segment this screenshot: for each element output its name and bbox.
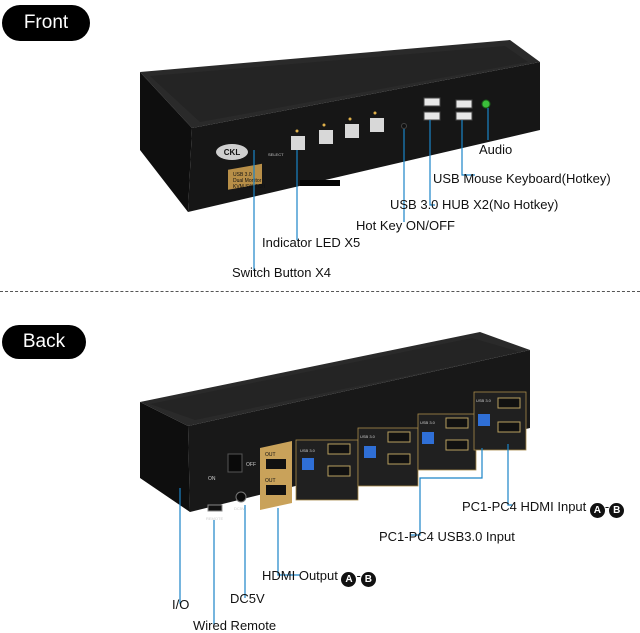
badge-a-icon: A <box>341 572 357 587</box>
brand-logo-text: CKL <box>224 148 241 157</box>
pc-input-group-4: USB 3.0 <box>473 391 527 451</box>
switch-button-1[interactable] <box>291 136 305 150</box>
usb3-print-2: USB 3.0 <box>360 434 376 439</box>
label-indicator-led: Indicator LED X5 <box>262 235 361 250</box>
label-audio: Audio <box>479 142 513 157</box>
section-divider <box>0 291 640 292</box>
badge-a-icon: A <box>589 503 605 518</box>
label-usb-input: PC1-PC4 USB3.0 Input <box>379 529 515 544</box>
on-print: ON <box>208 476 216 482</box>
switch-button-3[interactable] <box>345 124 359 138</box>
label-switch-button: Switch Button X4 <box>232 265 331 280</box>
model-text-line2: Dual Monitor <box>233 178 262 184</box>
out-print-2: OUT <box>265 478 276 484</box>
badge-dash: - <box>356 568 361 583</box>
pc-input-group-2: USB 3.0 <box>357 427 419 487</box>
label-dc5v: DC5V <box>230 591 265 606</box>
label-io: I/O <box>172 597 190 612</box>
off-print: OFF <box>246 462 256 468</box>
back-section-badge: Back <box>2 325 86 359</box>
switch-button-4[interactable] <box>370 118 384 132</box>
label-hdmi-output: HDMI Output A-B <box>262 568 376 587</box>
label-hot-key: Hot Key ON/OFF <box>356 218 455 233</box>
dc-print: DC5V <box>234 506 245 511</box>
label-hdmi-input: PC1-PC4 HDMI Input A-B <box>462 499 625 518</box>
usb3-print-3: USB 3.0 <box>420 420 436 425</box>
label-hdmi-output-text: HDMI Output <box>262 568 338 583</box>
usb3-print-1: USB 3.0 <box>300 448 316 453</box>
brand-logo <box>216 144 248 160</box>
label-usb-hub: USB 3.0 HUB X2(No Hotkey) <box>390 197 559 212</box>
front-section-badge: Front <box>2 5 90 41</box>
badge-b-icon: B <box>609 503 625 518</box>
remote-print: REMOTE <box>206 516 223 521</box>
label-usb-mouse-keyboard: USB Mouse Keyboard(Hotkey) <box>433 171 611 186</box>
model-text-line3: KVM SWITCH <box>233 184 265 190</box>
label-wired-remote: Wired Remote <box>193 618 277 633</box>
badge-b-icon: B <box>360 572 376 587</box>
switch-button-2[interactable] <box>319 130 333 144</box>
out-print-1: OUT <box>265 452 276 458</box>
badge-dash: - <box>604 499 610 514</box>
select-print: SELECT <box>268 152 284 157</box>
pc-input-group-1: USB 3.0 <box>295 439 359 501</box>
usb3-print-4: USB 3.0 <box>476 398 492 403</box>
label-hdmi-input-text: PC1-PC4 HDMI Input <box>462 499 587 514</box>
model-text-line1: USB 3.0 <box>233 172 252 178</box>
pc-input-group-3: USB 3.0 <box>417 413 477 471</box>
